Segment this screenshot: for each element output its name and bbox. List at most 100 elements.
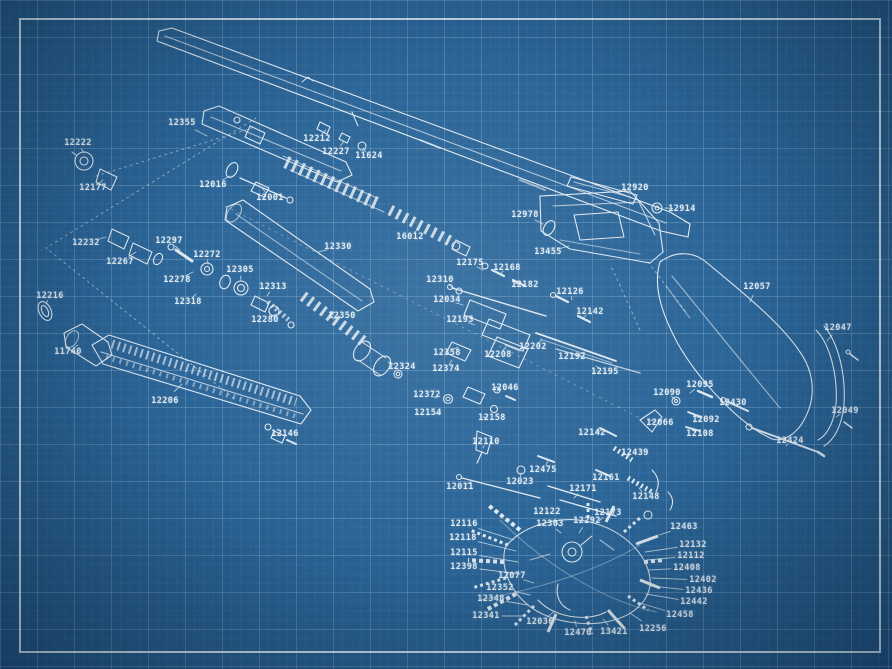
part-label-12034: 12034 <box>433 294 461 305</box>
part-label-12077: 12077 <box>498 570 526 581</box>
part-label-12297: 12297 <box>155 235 183 246</box>
part-label-12920: 12920 <box>621 182 649 193</box>
part-label-12374: 12374 <box>432 363 460 374</box>
part-label-12193: 12193 <box>446 314 474 325</box>
part-label-12001: 12001 <box>256 192 284 203</box>
part-label-12348: 12348 <box>477 593 505 604</box>
part-label-12057: 12057 <box>743 281 771 292</box>
small-parts-right <box>639 389 826 458</box>
part-label-16012: 16012 <box>396 231 424 242</box>
guide-lines <box>45 117 687 419</box>
part-label-11740: 11740 <box>54 346 82 357</box>
part-label-12175: 12175 <box>456 257 484 268</box>
barrel-drawing <box>156 27 691 238</box>
part-label-12146: 12146 <box>271 428 299 439</box>
part-label-12470: 12470 <box>564 627 592 638</box>
part-label-12173: 12173 <box>594 507 622 518</box>
part-label-12016: 12016 <box>199 179 227 190</box>
part-label-12047: 12047 <box>824 322 852 333</box>
part-label-12352: 12352 <box>486 582 514 593</box>
part-label-12313: 12313 <box>259 281 287 292</box>
part-label-12122: 12122 <box>533 506 561 517</box>
part-label-12914: 12914 <box>668 203 696 214</box>
part-label-12036: 12036 <box>526 616 554 627</box>
part-label-12158: 12158 <box>478 412 506 423</box>
part-label-12232: 12232 <box>72 237 100 248</box>
part-label-12267: 12267 <box>106 256 134 267</box>
part-label-12171: 12171 <box>569 483 597 494</box>
part-label-12118: 12118 <box>449 532 477 543</box>
part-label-13455: 13455 <box>534 246 562 257</box>
part-label-12208: 12208 <box>484 349 512 360</box>
part-label-12110: 12110 <box>472 436 500 447</box>
buttplate-drawing <box>815 325 859 447</box>
part-label-13421: 13421 <box>600 626 628 637</box>
part-label-12318: 12318 <box>174 296 202 307</box>
part-label-12463: 12463 <box>670 521 698 532</box>
part-label-12310: 12310 <box>426 274 454 285</box>
part-label-12442: 12442 <box>680 596 708 607</box>
part-label-12350: 12350 <box>328 310 356 321</box>
magazine-tube-assembly <box>224 199 403 379</box>
part-label-12182: 12182 <box>511 279 539 290</box>
part-label-12011: 12011 <box>446 481 474 492</box>
part-label-12126: 12126 <box>556 286 584 297</box>
part-label-12095: 12095 <box>686 379 714 390</box>
part-label-12115: 12115 <box>450 547 478 558</box>
part-label-12023: 12023 <box>506 476 534 487</box>
part-label-12066: 12066 <box>646 417 674 428</box>
part-label-12132: 12132 <box>679 539 707 550</box>
stock-drawing <box>656 253 813 441</box>
part-label-12355: 12355 <box>168 117 196 128</box>
part-label-12090: 12090 <box>653 387 681 398</box>
part-label-12212: 12212 <box>303 133 331 144</box>
part-label-12330: 12330 <box>324 241 352 252</box>
part-label-12978: 12978 <box>511 209 539 220</box>
part-label-12112: 12112 <box>677 550 705 561</box>
part-label-12092: 12092 <box>692 414 720 425</box>
part-label-12439: 12439 <box>621 447 649 458</box>
part-label-12303: 12303 <box>536 518 564 529</box>
part-label-12272: 12272 <box>193 249 221 260</box>
part-label-12202: 12202 <box>519 341 547 352</box>
bolt-parts-middle <box>442 262 641 464</box>
part-label-12436: 12436 <box>685 585 713 596</box>
part-label-12305: 12305 <box>226 264 254 275</box>
part-label-12177: 12177 <box>79 182 107 193</box>
part-label-11624: 11624 <box>355 150 383 161</box>
part-label-12324: 12324 <box>388 361 416 372</box>
leader-lines <box>45 129 841 627</box>
part-label-12046: 12046 <box>491 382 519 393</box>
part-label-12475: 12475 <box>529 464 557 475</box>
part-label-12358: 12358 <box>433 347 461 358</box>
part-label-12049: 12049 <box>831 405 859 416</box>
part-label-12161: 12161 <box>592 472 620 483</box>
part-label-12408: 12408 <box>673 562 701 573</box>
part-label-12458: 12458 <box>666 609 694 620</box>
part-label-12142: 12142 <box>578 427 606 438</box>
part-label-12256: 12256 <box>639 623 667 634</box>
part-label-12430: 12430 <box>719 397 747 408</box>
slide-and-springs <box>201 105 471 257</box>
part-label-12372: 12372 <box>413 389 441 400</box>
part-label-12108: 12108 <box>686 428 714 439</box>
part-label-12154: 12154 <box>414 407 442 418</box>
part-label-12341: 12341 <box>472 610 500 621</box>
part-label-12424: 12424 <box>776 435 804 446</box>
part-label-12278: 12278 <box>163 274 191 285</box>
part-label-12195: 12195 <box>591 366 619 377</box>
part-label-12148: 12148 <box>632 491 660 502</box>
receiver-drawing <box>539 176 664 264</box>
part-label-12216: 12216 <box>36 290 64 301</box>
part-label-12398: 12398 <box>450 561 478 572</box>
forend-drawing <box>91 334 312 425</box>
part-label-12292: 12292 <box>573 515 601 526</box>
part-label-12402: 12402 <box>689 574 717 585</box>
part-label-12168: 12168 <box>493 262 521 273</box>
part-label-12206: 12206 <box>151 395 179 406</box>
part-label-12192: 12192 <box>558 351 586 362</box>
part-label-12222: 12222 <box>64 137 92 148</box>
part-label-12142: 12142 <box>576 306 604 317</box>
